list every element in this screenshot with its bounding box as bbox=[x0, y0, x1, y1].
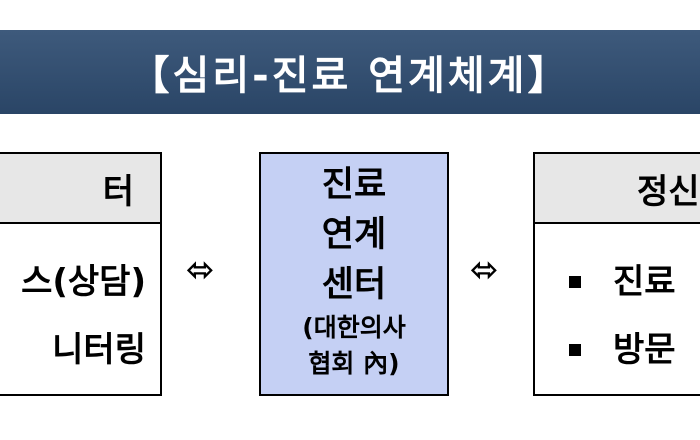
diagram-title: 【심리-진료 연계체계】 bbox=[129, 53, 571, 99]
left-panel-header-text: 터 bbox=[102, 171, 134, 212]
double-arrow-icon-right: ⬄ bbox=[470, 250, 499, 290]
title-banner: 【심리-진료 연계체계】 bbox=[0, 30, 700, 114]
center-line-2: 연계 bbox=[321, 215, 387, 255]
left-panel-line-1: 스(상담) bbox=[21, 262, 146, 302]
center-box: 진료 연계 센터 (대한의사 협회 內) bbox=[259, 152, 449, 396]
center-note-1: (대한의사 bbox=[302, 313, 406, 342]
center-line-1: 진료 bbox=[321, 165, 387, 205]
left-panel-header: 터 bbox=[0, 154, 160, 224]
right-panel-item-1-text: 진료 bbox=[613, 262, 676, 302]
square-bullet-icon bbox=[569, 344, 581, 356]
right-panel-item-1: 진료 bbox=[569, 248, 676, 316]
right-panel-item-2: 방문 bbox=[569, 316, 676, 384]
left-panel: 터 스(상담) 니터링 bbox=[0, 152, 162, 396]
right-panel-header: 정신 bbox=[535, 154, 700, 224]
center-note-2: 협회 內) bbox=[308, 349, 400, 378]
left-panel-line-2: 니터링 bbox=[52, 330, 146, 370]
square-bullet-icon bbox=[569, 276, 581, 288]
right-panel-body: 진료 방문 bbox=[569, 248, 676, 384]
double-arrow-icon-left: ⬄ bbox=[186, 250, 215, 290]
left-panel-body: 스(상담) 니터링 bbox=[21, 248, 146, 384]
right-panel-header-text: 정신 bbox=[637, 171, 700, 212]
right-panel-item-2-text: 방문 bbox=[613, 330, 676, 370]
right-panel: 정신 진료 방문 bbox=[533, 152, 700, 396]
center-line-3: 센터 bbox=[321, 265, 387, 305]
